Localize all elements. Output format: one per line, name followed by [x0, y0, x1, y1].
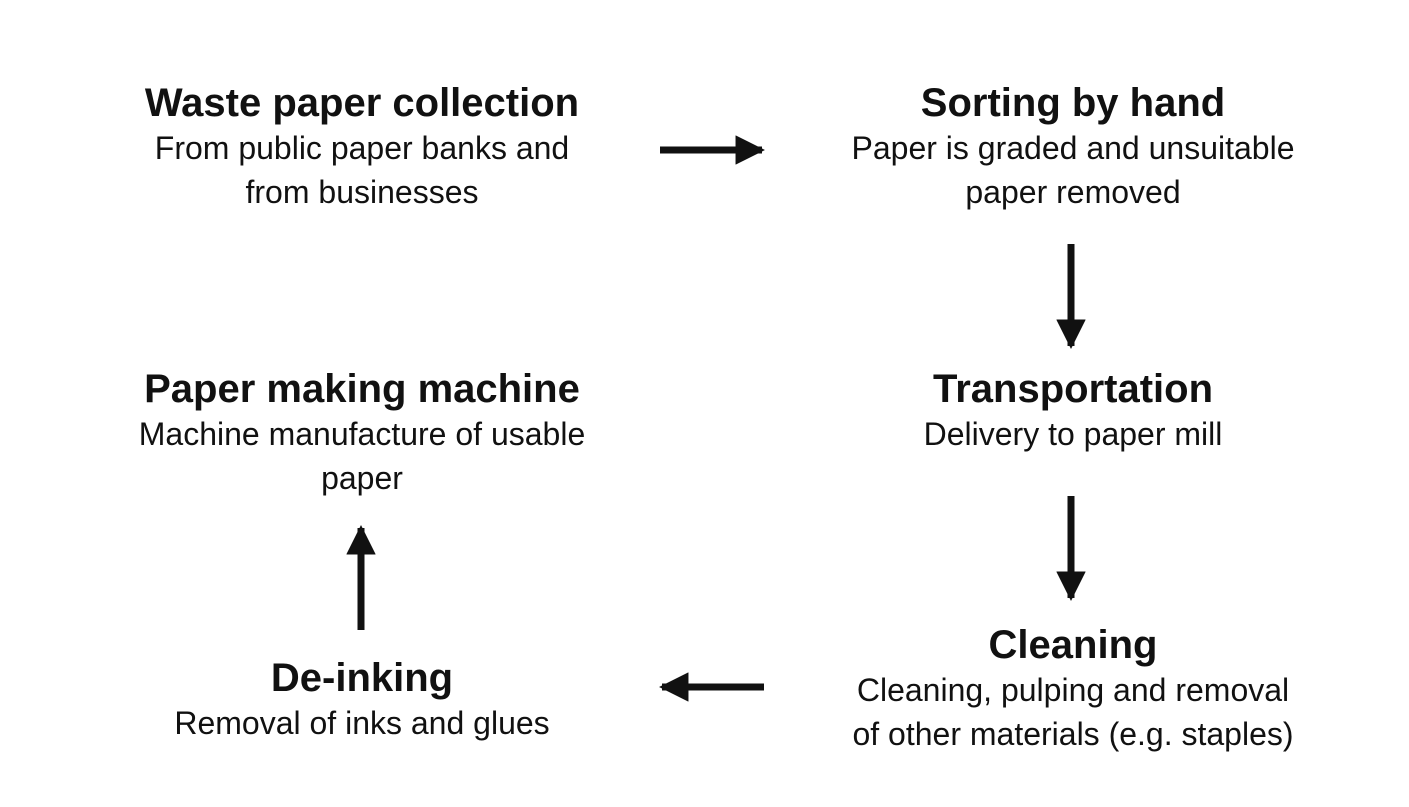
step-de-inking: De-inking Removal of inks and glues: [102, 655, 622, 745]
step-title: Transportation: [932, 367, 1214, 411]
step-sorting-by-hand: Sorting by hand Paper is graded and unsu…: [793, 80, 1353, 214]
step-transportation: Transportation Delivery to paper mill: [793, 366, 1353, 456]
step-description: Cleaning, pulping and removal of other m…: [852, 672, 1294, 752]
step-cleaning: Cleaning Cleaning, pulping and removal o…: [793, 622, 1353, 756]
step-description: From public paper banks and from busines…: [154, 130, 570, 210]
step-waste-paper-collection: Waste paper collection From public paper…: [82, 80, 642, 214]
step-paper-making-machine: Paper making machine Machine manufacture…: [72, 366, 652, 500]
step-description: Machine manufacture of usable paper: [138, 416, 586, 496]
step-description: Removal of inks and glues: [174, 705, 550, 741]
step-title: Waste paper collection: [144, 81, 580, 125]
step-title: Sorting by hand: [920, 81, 1226, 125]
step-title: Cleaning: [988, 623, 1158, 667]
step-description: Delivery to paper mill: [923, 416, 1223, 452]
step-title: De-inking: [270, 656, 454, 700]
step-title: Paper making machine: [144, 367, 580, 411]
step-description: Paper is graded and unsuitable paper rem…: [851, 130, 1295, 210]
